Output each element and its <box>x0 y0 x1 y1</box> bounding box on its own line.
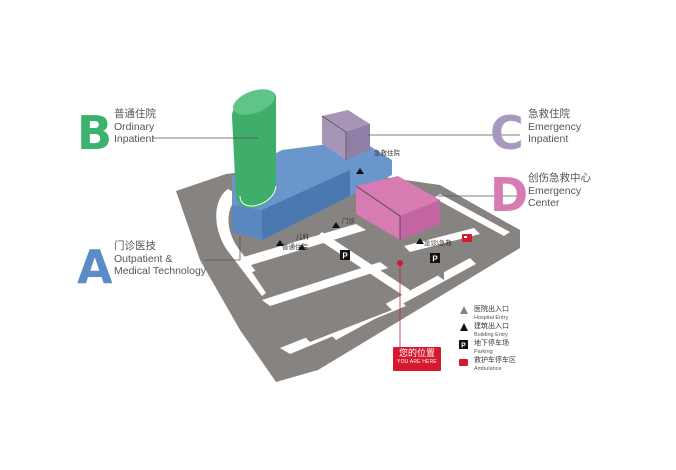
hospital-entry-markers <box>336 184 444 350</box>
svg-text:P: P <box>342 252 348 261</box>
zone-d-letter: D <box>490 168 529 222</box>
zone-c-en2: Inpatient <box>528 133 569 145</box>
legend-parking-en: Parking <box>474 349 493 355</box>
map-label-pediatrics: 儿科 <box>296 234 309 241</box>
zone-c-letter: C <box>490 106 524 160</box>
legend-ambulance: 救护车停车区 Ambulance <box>474 357 516 373</box>
legend-icons: P <box>459 306 468 366</box>
legend-parking-zh: 地下停车场 <box>474 340 509 347</box>
zone-d-label: 创伤急救中心 Emergency Center <box>528 172 591 210</box>
you-are-here-zh: 您的位置 <box>398 348 435 358</box>
zone-b-zh: 普通住院 <box>114 108 156 120</box>
svg-text:P: P <box>432 255 438 264</box>
zone-a-zh: 门诊医技 <box>114 240 156 252</box>
map-label-emergency-inpatient: 急救住院 <box>374 150 400 157</box>
zone-a-letter: A <box>77 240 113 294</box>
legend-building-entry: 建筑出入口 Building Entry <box>474 323 509 339</box>
building-c-emergency-inpatient <box>321 110 370 160</box>
you-are-here-marker <box>397 260 403 347</box>
building-entry-markers <box>276 168 424 250</box>
zone-b-en2: Inpatient <box>114 133 155 145</box>
zone-a-label: 门诊医技 Outpatient & Medical Technology <box>114 240 206 278</box>
legend-hospital-entry-zh: 医院出入口 <box>474 306 509 313</box>
zone-b-en1: Ordinary <box>114 120 155 133</box>
building-d-emergency-center <box>355 176 440 240</box>
parking-markers: P P <box>340 250 440 264</box>
zone-c-label: 急救住院 Emergency Inpatient <box>528 108 581 146</box>
leader-lines <box>152 134 520 261</box>
zone-b-label: 普通住院 Ordinary Inpatient <box>114 108 156 146</box>
ambulance-marker <box>462 234 472 242</box>
legend-building-entry-en: Building Entry <box>474 332 508 338</box>
legend-building-entry-zh: 建筑出入口 <box>474 323 509 330</box>
legend-parking: 地下停车场 Parking <box>474 340 509 356</box>
map-label-emergency: 急诊\急救 <box>424 240 452 247</box>
zone-d-zh: 创伤急救中心 <box>528 172 591 184</box>
zone-a-en1: Outpatient & <box>114 252 173 265</box>
map-label-ordinary-inpatient: 普通住院 <box>282 244 308 251</box>
legend-hospital-entry-en: Hospital Entry <box>474 315 509 321</box>
building-b-inpatient <box>232 89 277 208</box>
zone-d-en2: Center <box>528 197 560 209</box>
zone-c-en1: Emergency <box>528 120 582 133</box>
zone-c-zh: 急救住院 <box>528 108 570 120</box>
legend-hospital-entry: 医院出入口 Hospital Entry <box>474 306 509 322</box>
zone-b-letter: B <box>77 106 113 160</box>
legend-ambulance-zh: 救护车停车区 <box>474 357 516 364</box>
zone-a-en2: Medical Technology <box>114 265 207 277</box>
svg-text:P: P <box>461 343 466 350</box>
you-are-here-badge: 您的位置 YOU ARE HERE <box>393 347 441 371</box>
legend-ambulance-en: Ambulance <box>474 366 502 372</box>
site-blocks <box>252 258 392 342</box>
you-are-here-en: YOU ARE HERE <box>397 359 437 365</box>
zone-d-en1: Emergency <box>528 184 582 197</box>
map-label-clinic: 门诊 <box>342 218 355 225</box>
